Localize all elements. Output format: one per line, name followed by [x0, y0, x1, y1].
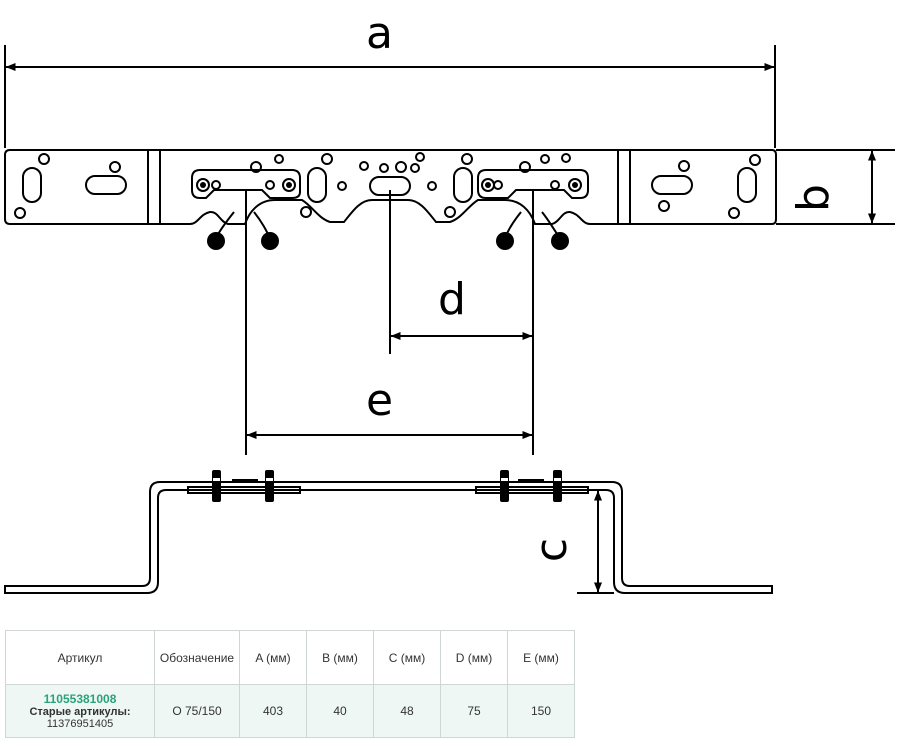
- bracket-side-view: [4, 479, 773, 594]
- specs-table: Артикул Обозначение A (мм) B (мм) C (мм)…: [5, 630, 575, 738]
- dimension-c: [577, 490, 614, 594]
- table-header-row: Артикул Обозначение A (мм) B (мм) C (мм)…: [5, 630, 575, 685]
- cell-c: 48: [373, 684, 441, 738]
- label-b: b: [788, 184, 839, 212]
- cell-e: 150: [507, 684, 575, 738]
- old-article-number: 11376951405: [46, 718, 114, 730]
- header-article: Артикул: [5, 630, 155, 685]
- cell-d: 75: [440, 684, 508, 738]
- label-c: c: [526, 538, 577, 562]
- label-d: d: [438, 274, 466, 325]
- dimension-a: [4, 45, 776, 148]
- cell-b: 40: [306, 684, 374, 738]
- header-e: E (мм): [507, 630, 575, 685]
- old-articles-label: Старые артикулы:: [29, 706, 131, 718]
- dimension-b: [776, 149, 895, 225]
- label-a: a: [366, 8, 393, 59]
- header-c: C (мм): [373, 630, 441, 685]
- bracket-drawing: a b d e c: [4, 8, 895, 594]
- table-row: 11055381008 Старые артикулы: 11376951405…: [5, 684, 575, 738]
- cell-article: 11055381008 Старые артикулы: 11376951405: [5, 684, 155, 738]
- bracket-top-view: [4, 149, 777, 239]
- cell-a: 403: [239, 684, 307, 738]
- article-link[interactable]: 11055381008: [43, 692, 117, 706]
- header-designation: Обозначение: [154, 630, 240, 685]
- header-b: B (мм): [306, 630, 374, 685]
- header-a: A (мм): [239, 630, 307, 685]
- header-d: D (мм): [440, 630, 508, 685]
- cell-designation: O 75/150: [154, 684, 240, 738]
- label-e: e: [366, 375, 393, 426]
